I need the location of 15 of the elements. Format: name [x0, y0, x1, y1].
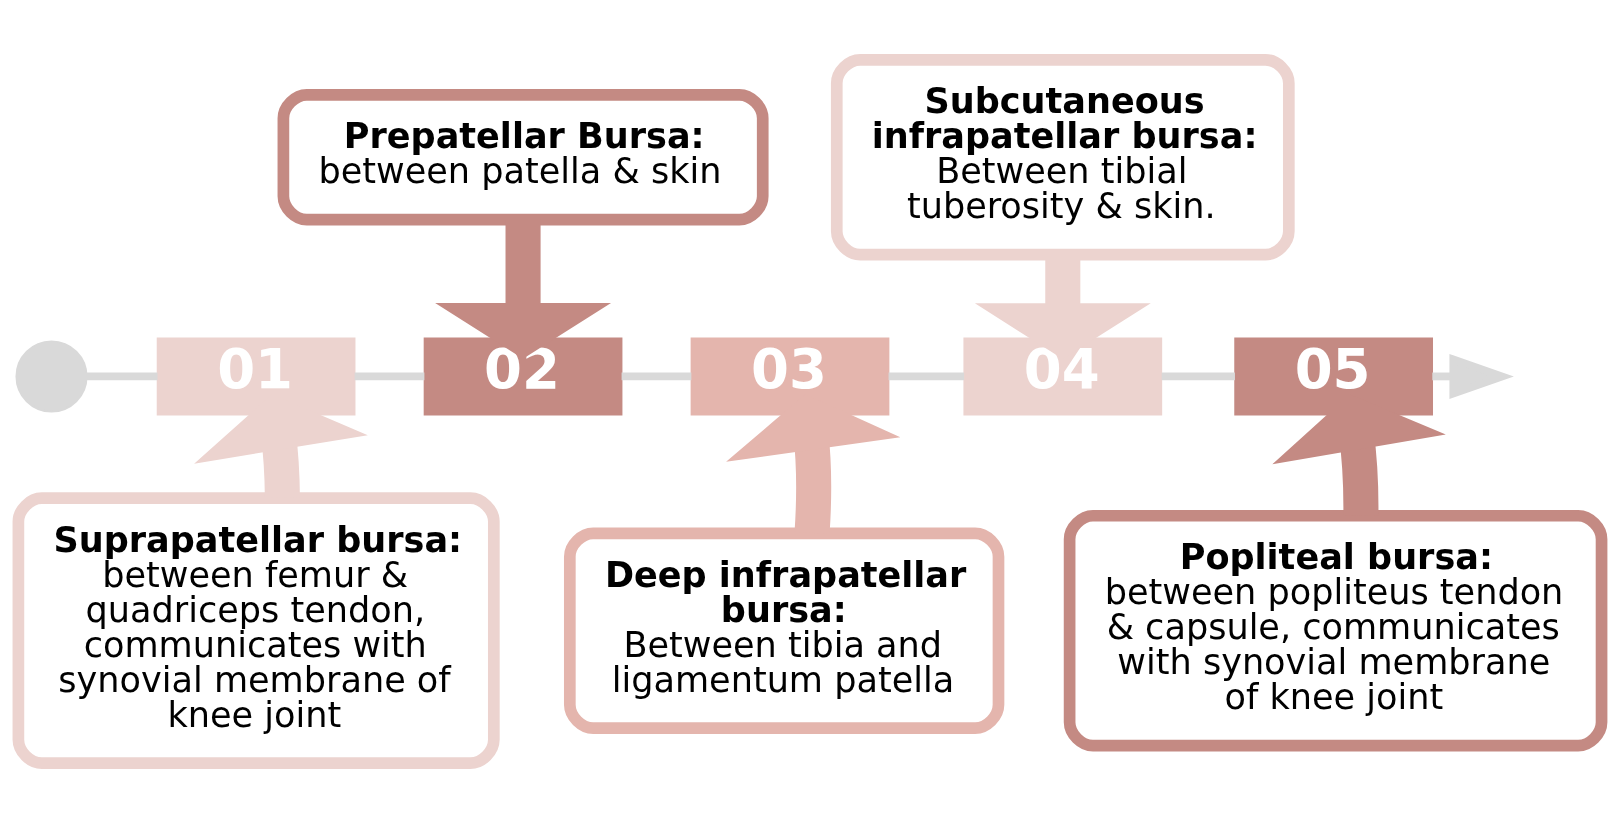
connector	[86, 372, 158, 381]
connector	[888, 372, 965, 381]
connector	[621, 372, 692, 381]
node-box: Popliteal bursa: between popliteus tendon & capsule, communicates with synovial membrane of knee joint	[1063, 509, 1608, 752]
node-box: 02	[423, 337, 623, 416]
connector	[354, 372, 425, 381]
node-box: 05	[1234, 337, 1433, 416]
node-box: Subcutaneous infrapatellar bursa: Between tibial tuberosity & skin.	[830, 53, 1295, 261]
node-circle	[15, 340, 88, 413]
node-box: Suprapatellar bursa: between femur & quadriceps tendon, communicates with synovial membrane of knee joint	[12, 492, 500, 770]
arrow	[1432, 353, 1514, 399]
node-box: Prepatellar Bursa: between patella & skin	[277, 89, 769, 226]
node-box: Deep infrapatellar bursa: Between tibia and ligamentum patella	[563, 527, 1005, 734]
connector	[1161, 372, 1235, 381]
node-box: 03	[690, 337, 890, 416]
